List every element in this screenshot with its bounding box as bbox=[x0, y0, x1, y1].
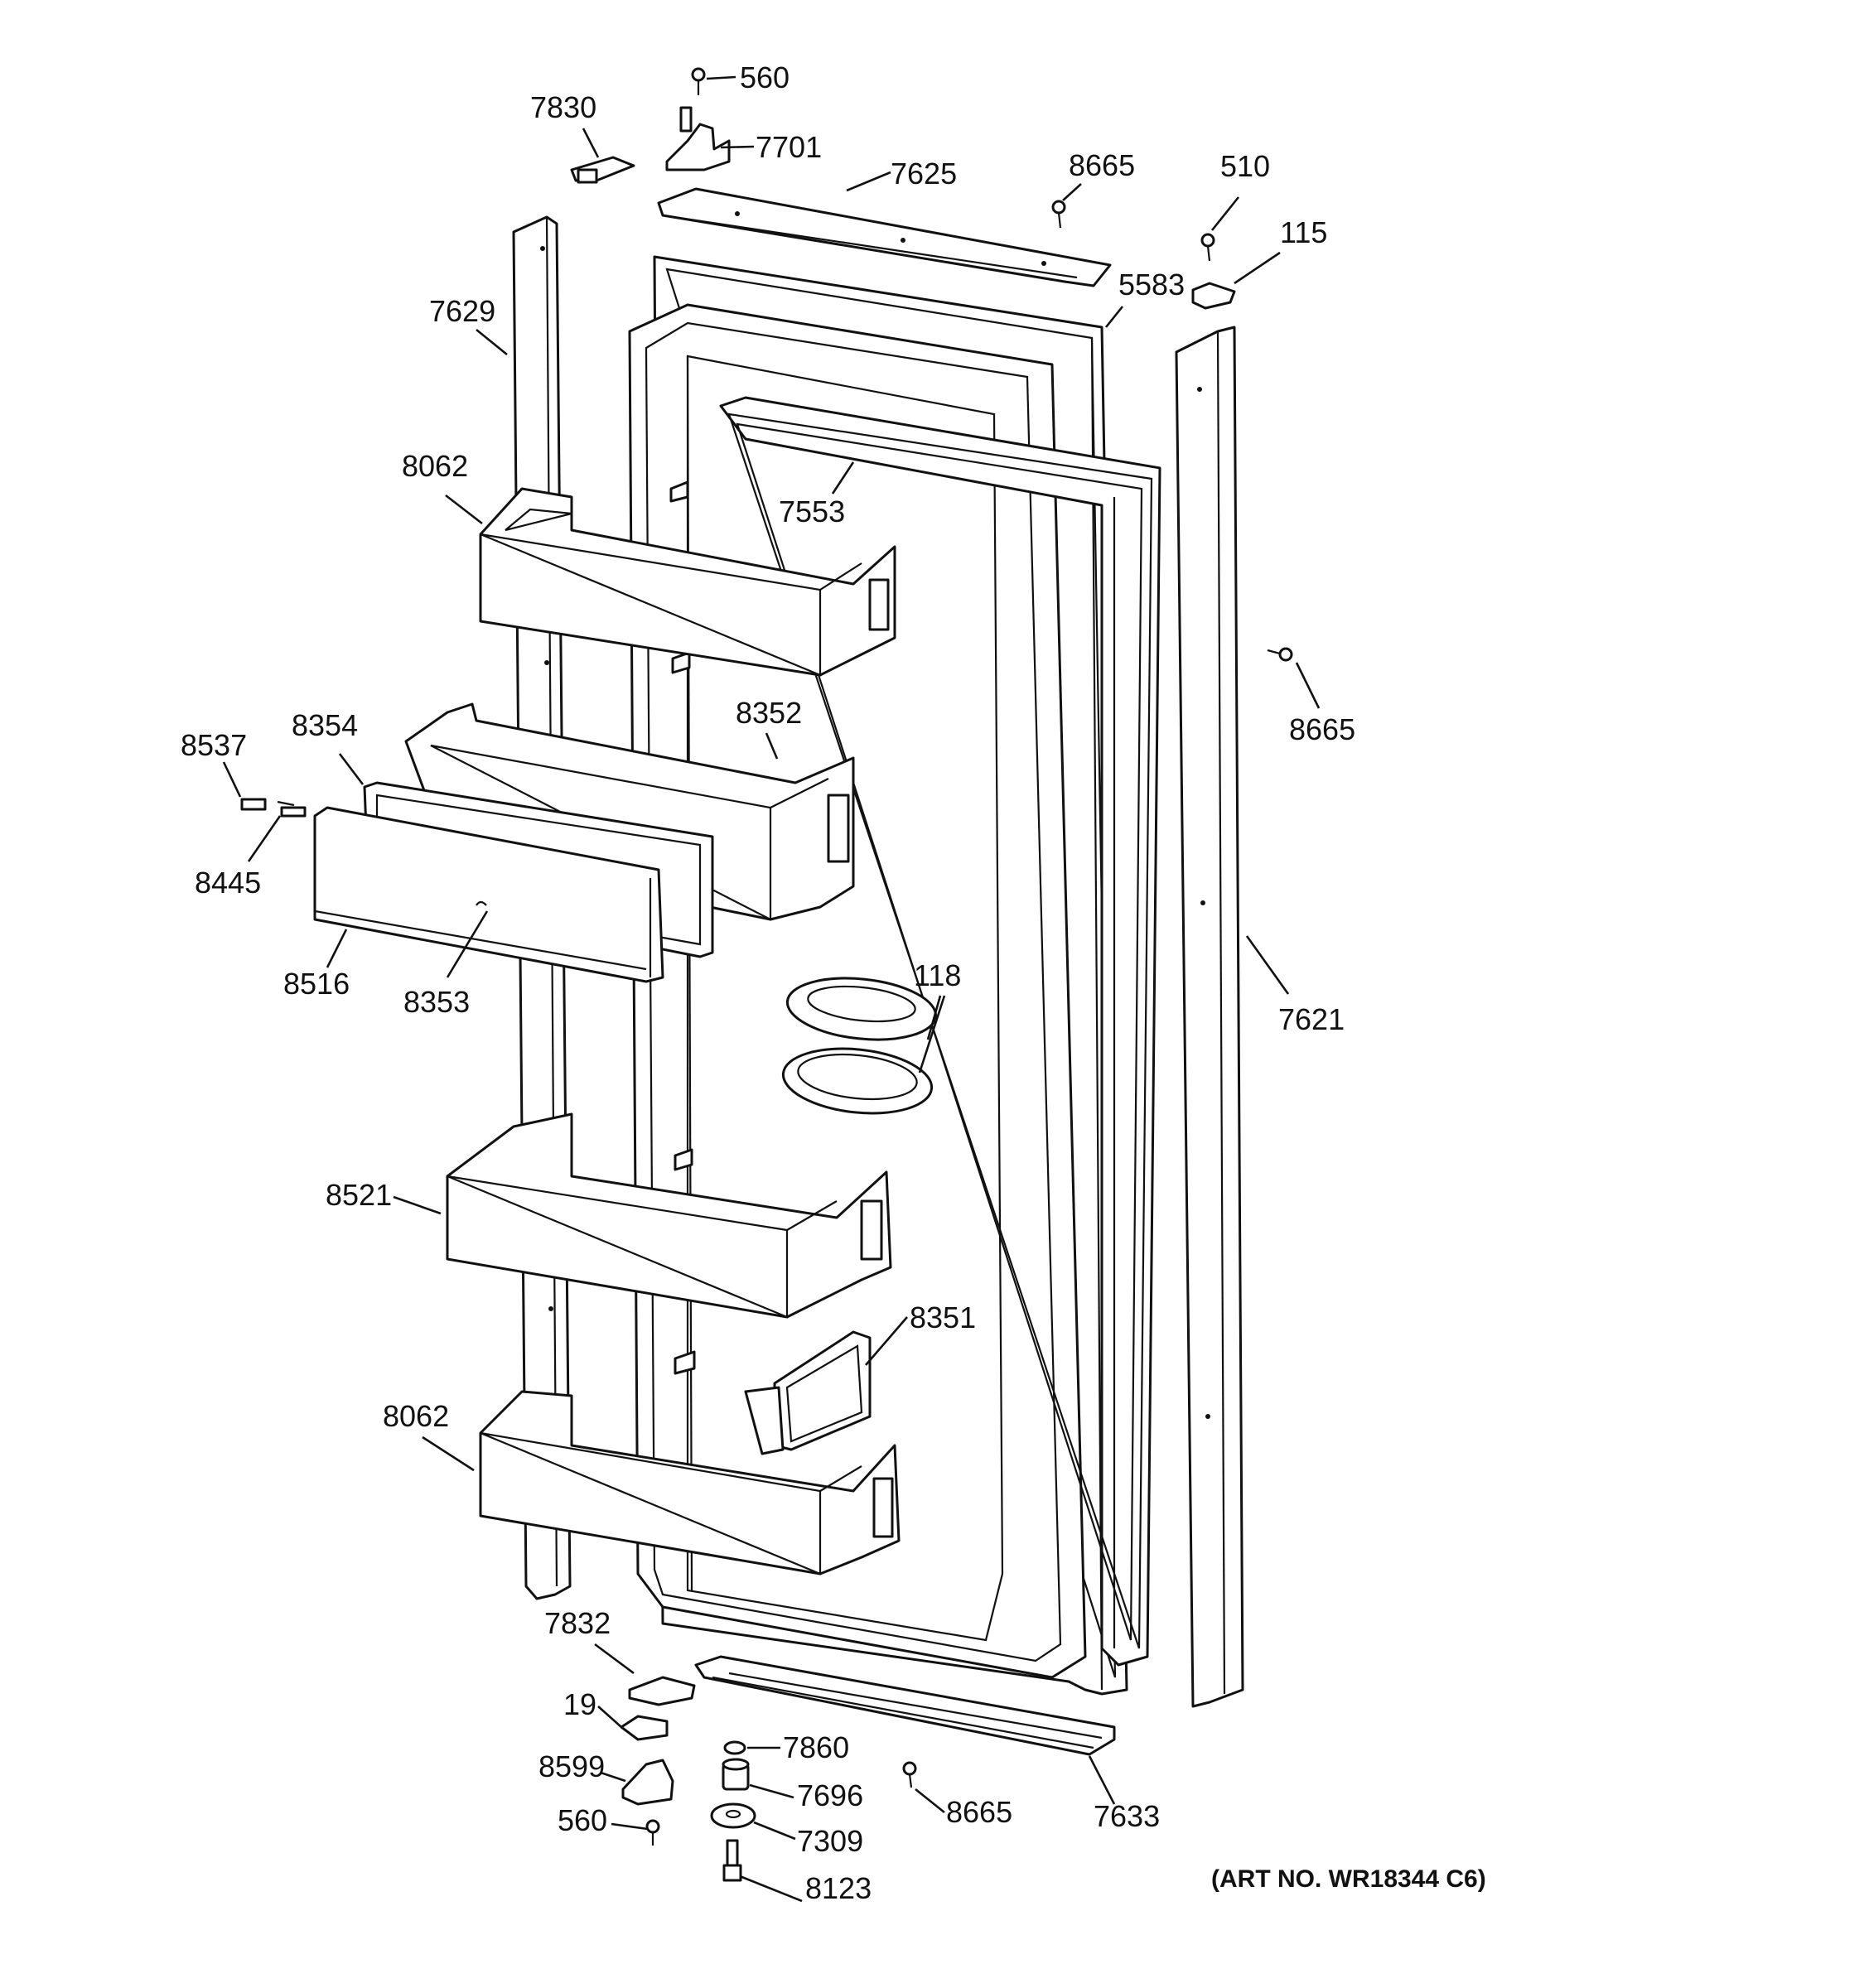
callout-560-bottom: 560 bbox=[558, 1803, 607, 1837]
callout-5583: 5583 bbox=[1118, 268, 1185, 302]
callout-7621: 7621 bbox=[1278, 1002, 1345, 1036]
callout-8354: 8354 bbox=[292, 708, 358, 742]
callout-labels: 560 7830 7701 7625 8665 510 115 7629 558… bbox=[181, 60, 1486, 1905]
callout-7629: 7629 bbox=[429, 294, 495, 328]
callout-8516: 8516 bbox=[283, 967, 350, 1001]
callout-19: 19 bbox=[563, 1687, 596, 1721]
callout-560-top: 560 bbox=[740, 60, 790, 94]
callout-8665-top: 8665 bbox=[1069, 148, 1135, 182]
leader-lines bbox=[222, 75, 1321, 1903]
callout-7860: 7860 bbox=[783, 1730, 849, 1764]
top-hardware bbox=[570, 67, 1236, 310]
callout-8352: 8352 bbox=[736, 696, 802, 730]
callout-118: 118 bbox=[914, 958, 961, 992]
callout-7553: 7553 bbox=[779, 495, 845, 528]
callout-8353: 8353 bbox=[403, 985, 470, 1019]
bottom-hardware bbox=[620, 1676, 917, 1882]
callout-8665-bottom: 8665 bbox=[946, 1795, 1012, 1829]
callout-7830: 7830 bbox=[530, 90, 596, 124]
callout-8521: 8521 bbox=[326, 1178, 392, 1212]
callout-510: 510 bbox=[1220, 149, 1270, 183]
door-bin-middle bbox=[446, 1112, 892, 1319]
door-gasket bbox=[719, 396, 1161, 1667]
callout-8062-bottom: 8062 bbox=[383, 1399, 449, 1433]
callout-7309: 7309 bbox=[797, 1824, 863, 1858]
callout-8537: 8537 bbox=[181, 728, 247, 762]
dairy-door bbox=[313, 806, 664, 983]
callout-7832: 7832 bbox=[544, 1606, 611, 1640]
right-trim-strip bbox=[1175, 326, 1244, 1708]
bottom-trim bbox=[694, 1655, 1116, 1756]
callout-7701: 7701 bbox=[756, 130, 822, 164]
dairy-pin-and-spring bbox=[240, 798, 307, 818]
small-door-bin bbox=[744, 1330, 872, 1455]
side-screw bbox=[1267, 647, 1293, 662]
art-number: (ART NO. WR18344 C6) bbox=[1211, 1865, 1486, 1893]
egg-trays bbox=[781, 977, 938, 1115]
top-trim bbox=[657, 187, 1112, 287]
door-bin-top bbox=[479, 487, 896, 677]
callout-7625: 7625 bbox=[891, 157, 957, 191]
callout-7696: 7696 bbox=[797, 1778, 863, 1812]
callout-8445: 8445 bbox=[195, 866, 261, 900]
callout-8351: 8351 bbox=[910, 1300, 976, 1334]
callout-7633: 7633 bbox=[1094, 1799, 1160, 1833]
callout-8062-top: 8062 bbox=[402, 449, 468, 483]
callout-8599: 8599 bbox=[538, 1749, 605, 1783]
callout-115: 115 bbox=[1280, 215, 1327, 249]
callout-8665-side: 8665 bbox=[1289, 712, 1355, 746]
door-bin-bottom bbox=[479, 1390, 901, 1575]
callout-8123: 8123 bbox=[805, 1871, 872, 1905]
